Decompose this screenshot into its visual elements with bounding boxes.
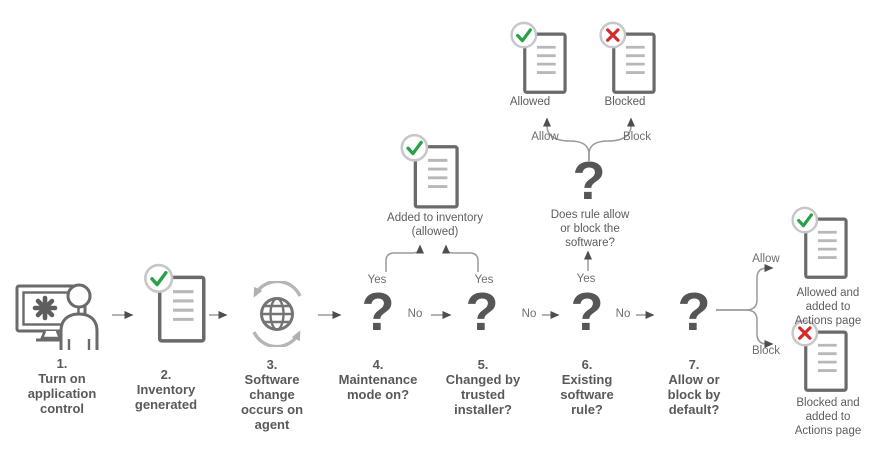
step-label-4: 4. Maintenance mode on? (338, 357, 418, 403)
cross-badge-icon (791, 319, 819, 347)
caption-actions-allowed: Allowed and added to Actions page (794, 287, 862, 328)
monitor-stand (40, 330, 62, 340)
connector-step7-allow (716, 264, 774, 311)
person-head (66, 283, 92, 309)
document-text-lines (625, 45, 645, 74)
check-badge-icon (510, 21, 538, 49)
question-mark-rule: ? (572, 151, 606, 211)
connector-yes-step4-inventory (385, 244, 424, 272)
connector-yes-step5-inventory (442, 244, 479, 272)
step-label-1: 1. Turn on application control (27, 356, 97, 417)
question-mark-step7: ? (677, 282, 711, 342)
cross-badge-icon (599, 21, 627, 49)
inventory-document-icon (144, 263, 206, 343)
step-label-3: 3. Software change occurs on agent (240, 357, 304, 433)
caption-rule-allowed: Allowed (509, 96, 551, 108)
question-mark-step4: ? (361, 282, 395, 342)
step-label-2: 2. Inventory generated (134, 367, 198, 413)
sync-arrows-icon (252, 281, 302, 347)
branch-yes-step6: Yes (576, 273, 596, 285)
document-text-lines (817, 230, 837, 259)
connector-step7-block (716, 309, 774, 348)
document-text-lines (817, 343, 837, 372)
caption-actions-blocked: Blocked and added to Actions page (794, 397, 862, 438)
branch-allow-rule: Allow (531, 131, 559, 143)
branch-block-rule: Block (622, 131, 652, 143)
document-text-lines (427, 158, 448, 188)
software-change-sync-icon (252, 281, 302, 347)
branch-block-step7: Block (751, 345, 781, 357)
actions-blocked-document-icon (791, 319, 848, 392)
application-control-computer-icon (15, 283, 99, 350)
rule-blocked-document-icon (599, 21, 656, 94)
step-label-6: 6. Existing software rule? (560, 357, 614, 418)
check-badge-icon (400, 133, 429, 162)
person-body (59, 312, 99, 350)
added-to-inventory-document-icon (400, 133, 459, 209)
actions-allowed-document-icon (791, 206, 848, 279)
branch-yes-step4: Yes (367, 274, 387, 286)
branch-no-step5: No (521, 308, 537, 320)
connector-rule-allow (543, 117, 590, 161)
caption-added-to-inventory: Added to inventory (allowed) (387, 212, 483, 239)
globe-icon (260, 297, 294, 331)
step-label-5: 5. Changed by trusted installer? (445, 357, 521, 418)
branch-yes-step5: Yes (474, 274, 494, 286)
connector-rule-block (588, 117, 635, 161)
document-text-lines (173, 290, 194, 321)
branch-allow-step7: Allow (752, 253, 780, 265)
asterisk-icon (32, 295, 58, 321)
branch-no-step4: No (407, 308, 423, 320)
document-text-lines (536, 45, 556, 74)
question-mark-step6: ? (570, 282, 604, 342)
check-badge-icon (791, 206, 819, 234)
caption-rule-blocked: Blocked (604, 96, 646, 108)
question-mark-step5: ? (465, 282, 499, 342)
rule-allowed-document-icon (510, 21, 567, 94)
step-label-7: 7. Allow or block by default? (667, 357, 721, 418)
caption-rule-question: Does rule allow or block the software? (550, 209, 630, 250)
check-badge-icon (144, 263, 174, 294)
branch-no-step6: No (615, 308, 631, 320)
